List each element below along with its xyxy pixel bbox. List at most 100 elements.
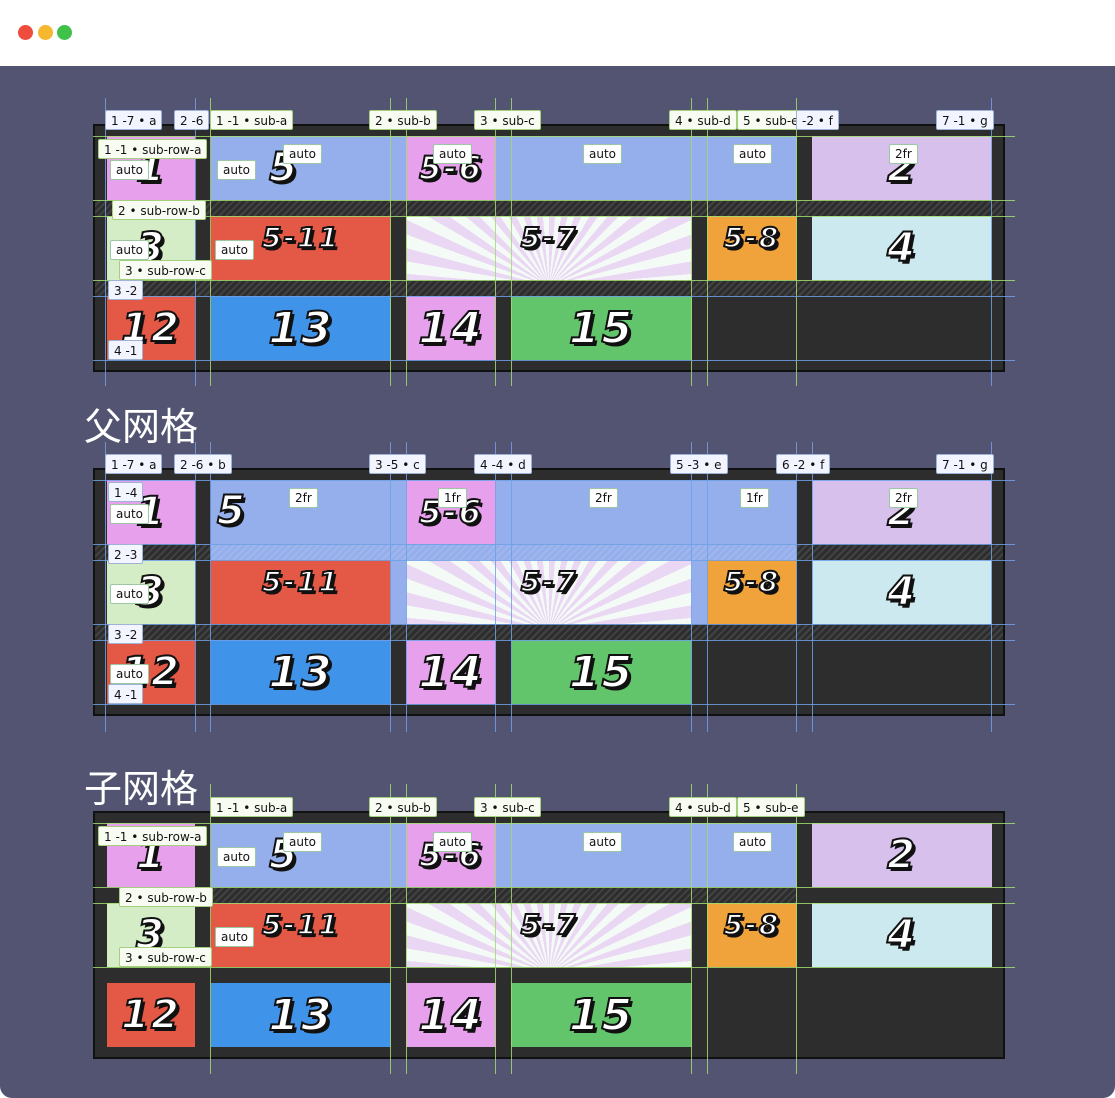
grid-panel-combined: 1 5 5-6 2 3 5-11 5-7 5-8 4 12 13 14 15: [93, 124, 1005, 372]
grid-line: [93, 903, 1015, 904]
close-window-button[interactable]: [18, 25, 33, 40]
grid-line-label: 3 -2: [108, 624, 144, 644]
grid-line: [707, 784, 708, 1074]
grid-item-4: 4: [812, 216, 992, 280]
grid-line-label: 2 -6: [174, 110, 210, 130]
page-canvas: 1 5 5-6 2 3 5-11 5-7 5-8 4 12 13 14 15 1…: [0, 66, 1115, 1098]
grid-line: [390, 442, 391, 732]
grid-item-5-11: 5-11: [211, 560, 391, 624]
grid-line: [707, 98, 708, 386]
grid-item-13: 13: [211, 296, 391, 360]
grid-line: [93, 640, 1015, 641]
grid-line: [812, 442, 813, 732]
grid-gap: [95, 280, 1003, 296]
grid-line: [195, 442, 196, 732]
grid-item-15: 15: [511, 296, 692, 360]
track-size-label: auto: [217, 847, 257, 867]
track-size-label: 2fr: [889, 488, 918, 508]
grid-item-13: 13: [211, 640, 391, 704]
grid-line-label: 2 -6 • b: [174, 454, 232, 474]
grid-line-label: 3 -5 • c: [369, 454, 426, 474]
minimize-window-button[interactable]: [38, 25, 53, 40]
grid-line-label: 1 -1 • sub-row-a: [98, 139, 208, 159]
grid-line: [93, 296, 1015, 297]
grid-item-5-8: 5-8: [707, 216, 797, 280]
grid-line-label: 5 -3 • e: [670, 454, 728, 474]
track-size-label: auto: [110, 504, 150, 524]
grid-item-12: 12: [107, 983, 195, 1047]
grid-item-5-6: 5-6: [406, 823, 496, 887]
grid-line: [210, 442, 211, 732]
grid-line: [93, 624, 1015, 625]
grid-item-5-6: 5-6: [406, 480, 496, 544]
grid-line-label: 1 -7 • a: [105, 110, 163, 130]
track-size-label: auto: [110, 664, 150, 684]
track-size-label: auto: [583, 832, 623, 852]
grid-gap: [211, 887, 797, 903]
track-size-label: 2fr: [889, 144, 918, 164]
grid-line: [406, 784, 407, 1074]
grid-line: [796, 442, 797, 732]
grid-gap: [95, 200, 1003, 216]
grid-gap: [95, 624, 1003, 640]
track-size-label: auto: [217, 160, 257, 180]
grid-item-14: 14: [406, 296, 496, 360]
grid-line: [105, 442, 106, 732]
grid-line-label: 1 -7 • a: [105, 454, 163, 474]
grid-item-14: 14: [406, 983, 496, 1047]
grid-item-5-8: 5-8: [707, 903, 797, 967]
grid-line: [511, 442, 512, 732]
track-size-label: auto: [110, 160, 150, 180]
grid-line-label: 3 • sub-row-c: [119, 947, 212, 967]
track-size-label: auto: [733, 144, 773, 164]
track-size-label: auto: [283, 832, 323, 852]
grid-item-5-8: 5-8: [707, 560, 797, 624]
grid-line: [93, 560, 1015, 561]
track-size-label: auto: [433, 144, 473, 164]
grid-gap: [95, 544, 1003, 560]
track-size-label: auto: [110, 584, 150, 604]
grid-line: [991, 98, 992, 386]
grid-item-5: 5: [211, 136, 797, 200]
grid-line: [406, 442, 407, 732]
grid-line-label: 7 -1 • g: [936, 110, 994, 130]
grid-line-label: 2 • sub-b: [369, 797, 437, 817]
grid-line-label: 4 • sub-d: [669, 797, 737, 817]
grid-line: [495, 98, 496, 386]
grid-line-label: 4 -1: [108, 684, 144, 704]
grid-line-label: 3 • sub-c: [474, 797, 541, 817]
grid-line: [210, 98, 211, 386]
grid-line-label: 3 • sub-row-c: [119, 260, 212, 280]
grid-item-15: 15: [511, 640, 692, 704]
track-size-label: auto: [215, 927, 255, 947]
grid-line: [691, 784, 692, 1074]
grid-item-15: 15: [511, 983, 692, 1047]
grid-line: [93, 823, 1015, 824]
grid-line: [796, 98, 797, 386]
grid-line: [511, 98, 512, 386]
grid-line: [93, 480, 1015, 481]
track-size-label: auto: [110, 240, 150, 260]
maximize-window-button[interactable]: [57, 25, 72, 40]
grid-item-14: 14: [406, 640, 496, 704]
grid-line: [390, 98, 391, 386]
grid-line-label: 1 -1 • sub-a: [210, 797, 294, 817]
grid-line: [105, 98, 106, 386]
grid-line-label: 6 -2 • f: [776, 454, 831, 474]
grid-line-label: 1 -1 • sub-row-a: [98, 826, 208, 846]
grid-line-label: 2 • sub-row-b: [112, 200, 206, 220]
grid-line: [796, 784, 797, 1074]
track-size-label: auto: [733, 832, 773, 852]
grid-line-label: 3 • sub-c: [474, 110, 541, 130]
grid-line: [511, 784, 512, 1074]
grid-line: [390, 784, 391, 1074]
grid-line-label: 1 -4: [108, 482, 144, 502]
grid-line-label: 4 -1: [108, 340, 144, 360]
grid-line: [93, 967, 1015, 968]
grid-line: [93, 216, 1015, 217]
track-size-label: auto: [583, 144, 623, 164]
grid-item-4: 4: [812, 560, 992, 624]
grid-item-5-7: 5-7: [406, 216, 692, 280]
window-titlebar: [0, 0, 1115, 66]
grid-line: [691, 98, 692, 386]
